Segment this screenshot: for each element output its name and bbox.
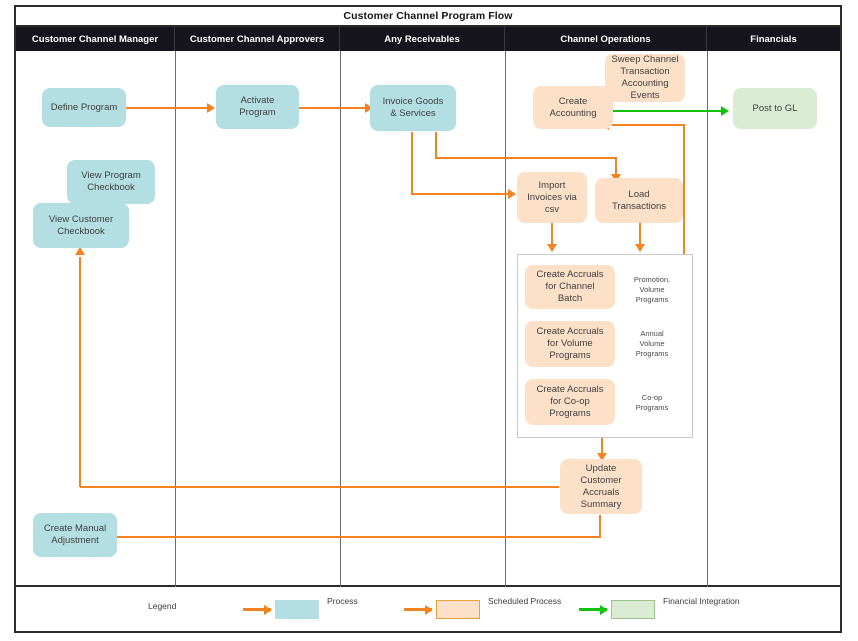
connector-define-to-activate <box>125 107 209 109</box>
legend-label-process: Process <box>327 596 358 606</box>
lane-header-financials: Financials <box>707 27 840 51</box>
node-import-invoices-via-csv[interactable]: Import Invoices via csv <box>517 172 587 223</box>
legend-label-scheduled-process: Scheduled Process <box>488 596 562 606</box>
arrowhead-activate-to-invoice <box>365 103 373 113</box>
connector-manual-adj-to-summary-v <box>599 515 601 537</box>
connector-summary-to-checkbook-v <box>79 257 81 487</box>
connector-invoice-to-load-v1 <box>435 132 437 158</box>
arrowhead-import-to-accruals <box>547 244 557 252</box>
node-create-accruals-for-channel-batch[interactable]: Create Accruals for Channel Batch <box>525 265 615 309</box>
legend-arrow-scheduled-process <box>404 604 433 615</box>
connector-import-to-accruals <box>551 222 553 247</box>
connector-accruals-to-accounting-h <box>609 124 685 126</box>
legend-label-financial-integration: Financial Integration <box>663 596 740 606</box>
lane-label: Any Receivables <box>384 33 460 45</box>
lane-divider-4 <box>707 51 708 587</box>
connector-accounting-to-post-gl <box>606 110 723 112</box>
node-load-transactions[interactable]: Load Transactions <box>595 178 683 223</box>
node-invoice-goods-services[interactable]: Invoice Goods & Services <box>370 85 456 131</box>
arrowhead-load-to-accruals <box>635 244 645 252</box>
legend-arrow-financial-integration <box>579 604 608 615</box>
node-create-manual-adjustment[interactable]: Create Manual Adjustment <box>33 513 117 557</box>
node-sweep-channel-transaction-accounting-events[interactable]: Sweep Channel Transaction Accounting Eve… <box>605 54 685 102</box>
legend-swatch-scheduled-process <box>436 600 480 619</box>
note-promotion-volume-programs: Promotion, Volume Programs <box>633 275 671 304</box>
node-define-program[interactable]: Define Program <box>42 88 126 127</box>
swimlane-header-row: Customer Channel Manager Customer Channe… <box>16 27 840 51</box>
lane-label: Channel Operations <box>560 33 651 45</box>
arrowhead-invoice-to-import <box>508 189 516 199</box>
node-update-customer-accruals-summary[interactable]: Update Customer Accruals Summary <box>560 459 642 514</box>
connector-invoice-to-load-h <box>435 157 617 159</box>
arrowhead-define-to-activate <box>207 103 215 113</box>
lane-header-customer-channel-manager: Customer Channel Manager <box>16 27 175 51</box>
lane-divider-3 <box>505 51 506 587</box>
accruals-group-container <box>517 254 693 438</box>
swimlane-body <box>16 51 840 587</box>
node-view-customer-checkbook[interactable]: View Customer Checkbook <box>33 203 129 248</box>
lane-header-customer-channel-approvers: Customer Channel Approvers <box>175 27 340 51</box>
legend-arrow-process <box>243 604 272 615</box>
connector-invoice-to-import-v <box>411 132 413 194</box>
legend-swatch-financial-integration <box>611 600 655 619</box>
connector-load-to-accruals <box>639 222 641 247</box>
diagram-title-bar: Customer Channel Program Flow <box>16 7 840 27</box>
lane-label: Customer Channel Approvers <box>189 33 325 45</box>
page-title: Customer Channel Program Flow <box>343 10 513 22</box>
node-create-accounting[interactable]: Create Accounting <box>533 86 613 129</box>
connector-invoice-to-load-v2 <box>615 157 617 177</box>
node-view-program-checkbook[interactable]: View Program Checkbook <box>67 160 155 204</box>
lane-label: Financials <box>750 33 797 45</box>
arrowhead-accounting-to-post-gl <box>721 106 729 116</box>
lane-label: Customer Channel Manager <box>31 33 159 45</box>
legend-swatch-process <box>275 600 319 619</box>
lane-divider-2 <box>340 51 341 587</box>
connector-summary-to-checkbook-h <box>80 486 559 488</box>
legend: Legend Process Scheduled Process Financi… <box>16 589 840 631</box>
arrowhead-accruals-to-summary <box>597 453 607 461</box>
legend-title: Legend <box>148 601 177 611</box>
connector-invoice-to-import-h <box>411 193 510 195</box>
node-post-to-gl[interactable]: Post to GL <box>733 88 817 129</box>
note-annual-volume-programs: Annual Volume Programs <box>635 329 669 358</box>
node-create-accruals-for-volume-programs[interactable]: Create Accruals for Volume Programs <box>525 321 615 367</box>
node-activate-program[interactable]: Activate Program <box>216 85 299 129</box>
connector-accruals-to-accounting-v <box>683 126 685 255</box>
connector-activate-to-invoice <box>299 107 367 109</box>
lane-header-any-receivables: Any Receivables <box>340 27 505 51</box>
connector-manual-adj-to-summary-h <box>117 536 601 538</box>
lane-header-channel-operations: Channel Operations <box>505 27 707 51</box>
arrowhead-summary-to-checkbook <box>75 247 85 255</box>
connector-accruals-to-summary <box>601 438 603 456</box>
lane-divider-1 <box>175 51 176 587</box>
note-coop-programs: Co-op Programs <box>635 393 669 412</box>
node-create-accruals-for-coop-programs[interactable]: Create Accruals for Co-op Programs <box>525 379 615 425</box>
